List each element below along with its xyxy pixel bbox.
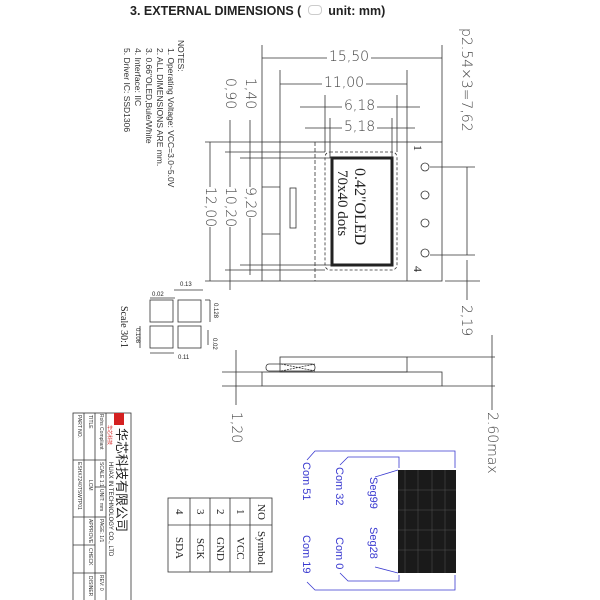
pin-first-label: 1 — [411, 145, 425, 151]
dim-width-total: 15,50 — [327, 49, 372, 65]
display-size-label: 0.42"OLED — [351, 168, 368, 246]
dim-width-glass: 11,00 — [322, 75, 367, 91]
logo-text: 华芯科技 — [106, 425, 112, 446]
rohs-label: Rohs Compliant — [98, 414, 104, 450]
pixel-pitch-013: 0.13 — [180, 282, 192, 288]
company-name-cn: 华芯科技有限公司 — [114, 428, 129, 533]
com0-label: Com 0 — [333, 537, 345, 570]
unit-value: UNIT: mm — [98, 489, 104, 512]
pixel-width-011: 0.11 — [178, 355, 190, 361]
pixel-height-0128: 0.128 — [212, 303, 218, 319]
approve-label: APPROVE — [87, 519, 93, 544]
pin-symbol: SDA — [173, 537, 185, 560]
note-item: 5. Driver IC: SSD1306 — [122, 48, 132, 133]
scale-value: SCALE 1:1 — [98, 462, 104, 487]
dim-h-090: 0,90 — [222, 78, 238, 110]
page-value: PAGE: 1/1 — [98, 519, 104, 543]
dim-h-140: 1,40 — [242, 78, 258, 110]
pin-no: 1 — [234, 508, 246, 515]
unit-icon — [307, 5, 322, 15]
pin-symbol: GND — [214, 536, 226, 561]
dim-width-active: 5,18 — [342, 119, 378, 135]
title-unit: unit: mm) — [328, 4, 386, 18]
pin-symbol: VCC — [234, 537, 246, 560]
dim-max-thickness: 2.60max — [484, 412, 500, 474]
pixel-width-0108: 0.108 — [134, 328, 140, 344]
company-name-en: HUAX IN TECHNOLOGY CO., LTD — [107, 462, 113, 557]
com51-label: Com 51 — [300, 462, 312, 501]
dim-width-view: 6,18 — [342, 98, 378, 114]
pin-table-header-no: NO — [255, 503, 267, 520]
title-value: LCM — [87, 480, 93, 491]
title-text: 3. EXTERNAL DIMENSIONS ( — [130, 4, 302, 18]
section-title: 3. EXTERNAL DIMENSIONS ( unit: mm) — [130, 4, 385, 18]
pixel-gap-002b: 0.02 — [211, 338, 217, 350]
pixel-gap-002: 0.02 — [152, 292, 164, 298]
pin-no: 4 — [173, 508, 185, 515]
dim-pitch: p2.54×3=7,62 — [458, 28, 474, 132]
check-label: CHECK — [87, 548, 93, 566]
dim-h-1020: 10,20 — [222, 187, 238, 228]
pin-symbol: SCK — [194, 537, 206, 560]
pin-table-header-symbol: Symbol — [255, 531, 267, 566]
seg28-label: Seg28 — [367, 527, 379, 559]
com32-label: Com 32 — [333, 467, 345, 506]
scale-label: Scale 30:1 — [118, 306, 129, 348]
com19-label: Com 19 — [300, 535, 312, 574]
part-no-label: PART NO. — [76, 415, 82, 439]
dim-h-1200: 12,00 — [202, 187, 218, 228]
dim-219: 2,19 — [458, 305, 474, 337]
rev-value: REV: 0 — [98, 575, 104, 591]
note-item: 4. Interface: IIC — [133, 48, 143, 107]
pin-last-label: 4 — [411, 266, 425, 272]
note-item: 1. Operating Voltage: VCC=3.0~5.0V — [166, 48, 176, 188]
dim-120: 1,20 — [228, 412, 244, 444]
pin-no: 2 — [214, 508, 226, 515]
title-label: TITLE — [87, 415, 93, 429]
company-logo — [114, 413, 124, 425]
part-no-value: ESHX7240TSWTP01 — [76, 462, 82, 510]
note-item: 2. ALL DIMENSIONS ARE mm. — [155, 48, 165, 167]
seg99-label: Seg99 — [367, 477, 379, 509]
pin-no: 3 — [194, 508, 206, 515]
design-label: DISINER — [87, 576, 93, 597]
notes-heading: NOTES: — [176, 40, 186, 72]
dim-h-920: 9,20 — [242, 187, 258, 219]
note-item: 3. 0.66"OLED,Bule/White — [144, 48, 154, 144]
display-resolution-label: 70x40 dots — [334, 170, 350, 237]
